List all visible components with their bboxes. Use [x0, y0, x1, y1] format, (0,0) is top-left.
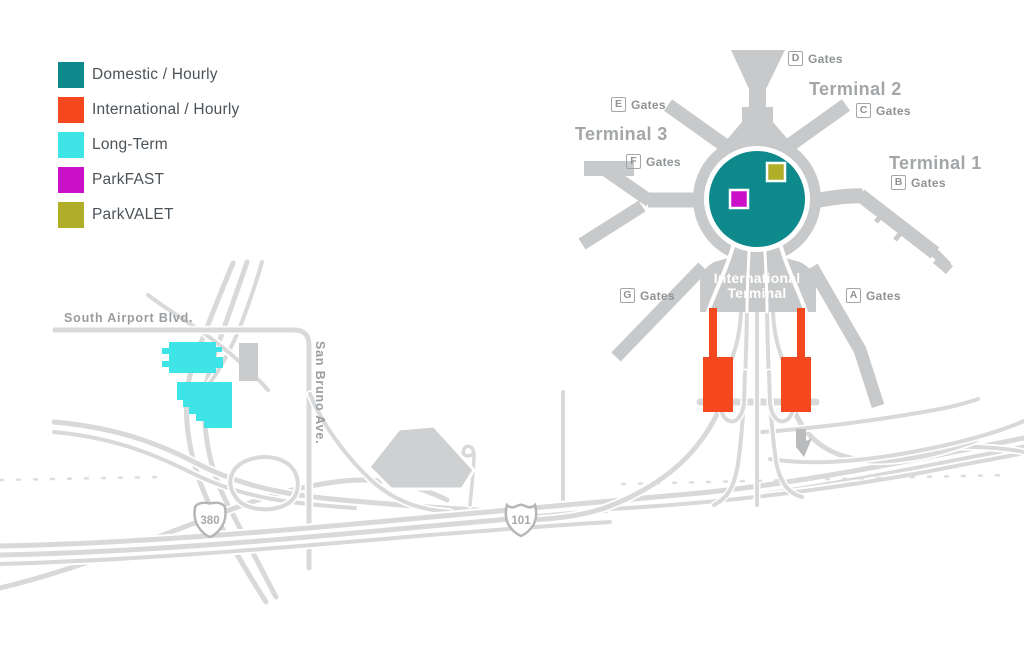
legend-label: International / Hourly [92, 101, 240, 118]
legend-item-parkfast: ParkFAST [58, 167, 239, 193]
us101-shield: 101 [504, 502, 538, 538]
long-term-lot-lower [177, 382, 232, 428]
garage-right-ramp [797, 308, 805, 358]
legend: Domestic / Hourly International / Hourly… [58, 62, 239, 237]
terminal1-gate-tick-2 [893, 228, 905, 242]
international-terminal-line1: International [713, 270, 801, 286]
san-bruno-ave-label: San Bruno Ave. [313, 341, 327, 445]
rail-dash-right [620, 473, 1010, 486]
garage-left-ramp [709, 308, 717, 360]
international-hourly-swatch [58, 97, 84, 123]
boarding-area-d-funnel [731, 50, 785, 107]
legend-label: Long-Term [92, 136, 168, 153]
terminal-1-label: Terminal 1 [889, 153, 982, 173]
gates-b-label: B Gates [891, 175, 946, 190]
i380-number: 380 [200, 515, 219, 527]
terminal3-pier [584, 161, 634, 176]
parkfast-swatch [58, 167, 84, 193]
terminal1-pier [855, 189, 940, 259]
legend-item-long-term: Long-Term [58, 132, 239, 158]
parkfast-square [728, 188, 750, 210]
gate-letter-box: E [611, 97, 626, 112]
concourse-arm-se [806, 263, 885, 408]
gate-letter-box: A [846, 288, 861, 303]
gate-letter-box: D [788, 51, 803, 66]
road-network [0, 262, 1024, 602]
gates-e-label: E Gates [611, 97, 666, 112]
gates-g-label: G Gates [620, 288, 675, 303]
gates-a-label: A Gates [846, 288, 901, 303]
i380-shield: 380 [193, 501, 227, 539]
international-garage-right [781, 357, 811, 412]
long-term-swatch [58, 132, 84, 158]
terminal1-pier-foot [933, 255, 953, 274]
building-block [239, 343, 258, 381]
terminal-2-label: Terminal 2 [809, 79, 902, 99]
gate-letter-box: B [891, 175, 906, 190]
legend-label: ParkFAST [92, 171, 165, 188]
legend-label: Domestic / Hourly [92, 66, 218, 83]
domestic-hourly-parking-area [709, 151, 805, 247]
long-term-lot-upper [162, 342, 223, 373]
gate-letter-box: C [856, 103, 871, 118]
legend-item-domestic-hourly: Domestic / Hourly [58, 62, 239, 88]
terminal1-gate-tick-1 [874, 210, 886, 224]
gates-f-label: F Gates [626, 154, 681, 169]
concourse-arm-ne [782, 99, 851, 153]
terminal-complex [578, 50, 953, 408]
international-terminal-line2: Terminal [727, 285, 787, 301]
legend-label: ParkVALET [92, 206, 174, 223]
gates-d-label: D Gates [788, 51, 843, 66]
airport-structure-hexagon [366, 424, 476, 491]
legend-item-international-hourly: International / Hourly [58, 97, 239, 123]
terminal-3-label: Terminal 3 [575, 124, 668, 144]
parking-ring-gap [704, 146, 810, 252]
parkvalet-swatch [58, 202, 84, 228]
parkvalet-square [765, 161, 787, 183]
legend-item-parkvalet: ParkVALET [58, 202, 239, 228]
direction-arrow [796, 429, 812, 457]
concourse-arm-sw [611, 262, 708, 362]
south-airport-blvd-label: South Airport Blvd. [64, 311, 194, 325]
international-garage-left [703, 357, 733, 412]
domestic-hourly-swatch [58, 62, 84, 88]
gates-c-label: C Gates [856, 103, 911, 118]
us101-number: 101 [511, 515, 531, 527]
gate-letter-box: G [620, 288, 635, 303]
gate-letter-box: F [626, 154, 641, 169]
concourse-arm-nw [663, 99, 732, 153]
terminal3-arm-lower [578, 200, 646, 250]
rail-dash-left [0, 475, 164, 482]
international-terminal-label: International Terminal [692, 271, 822, 301]
international-hourly-garages [703, 308, 811, 412]
